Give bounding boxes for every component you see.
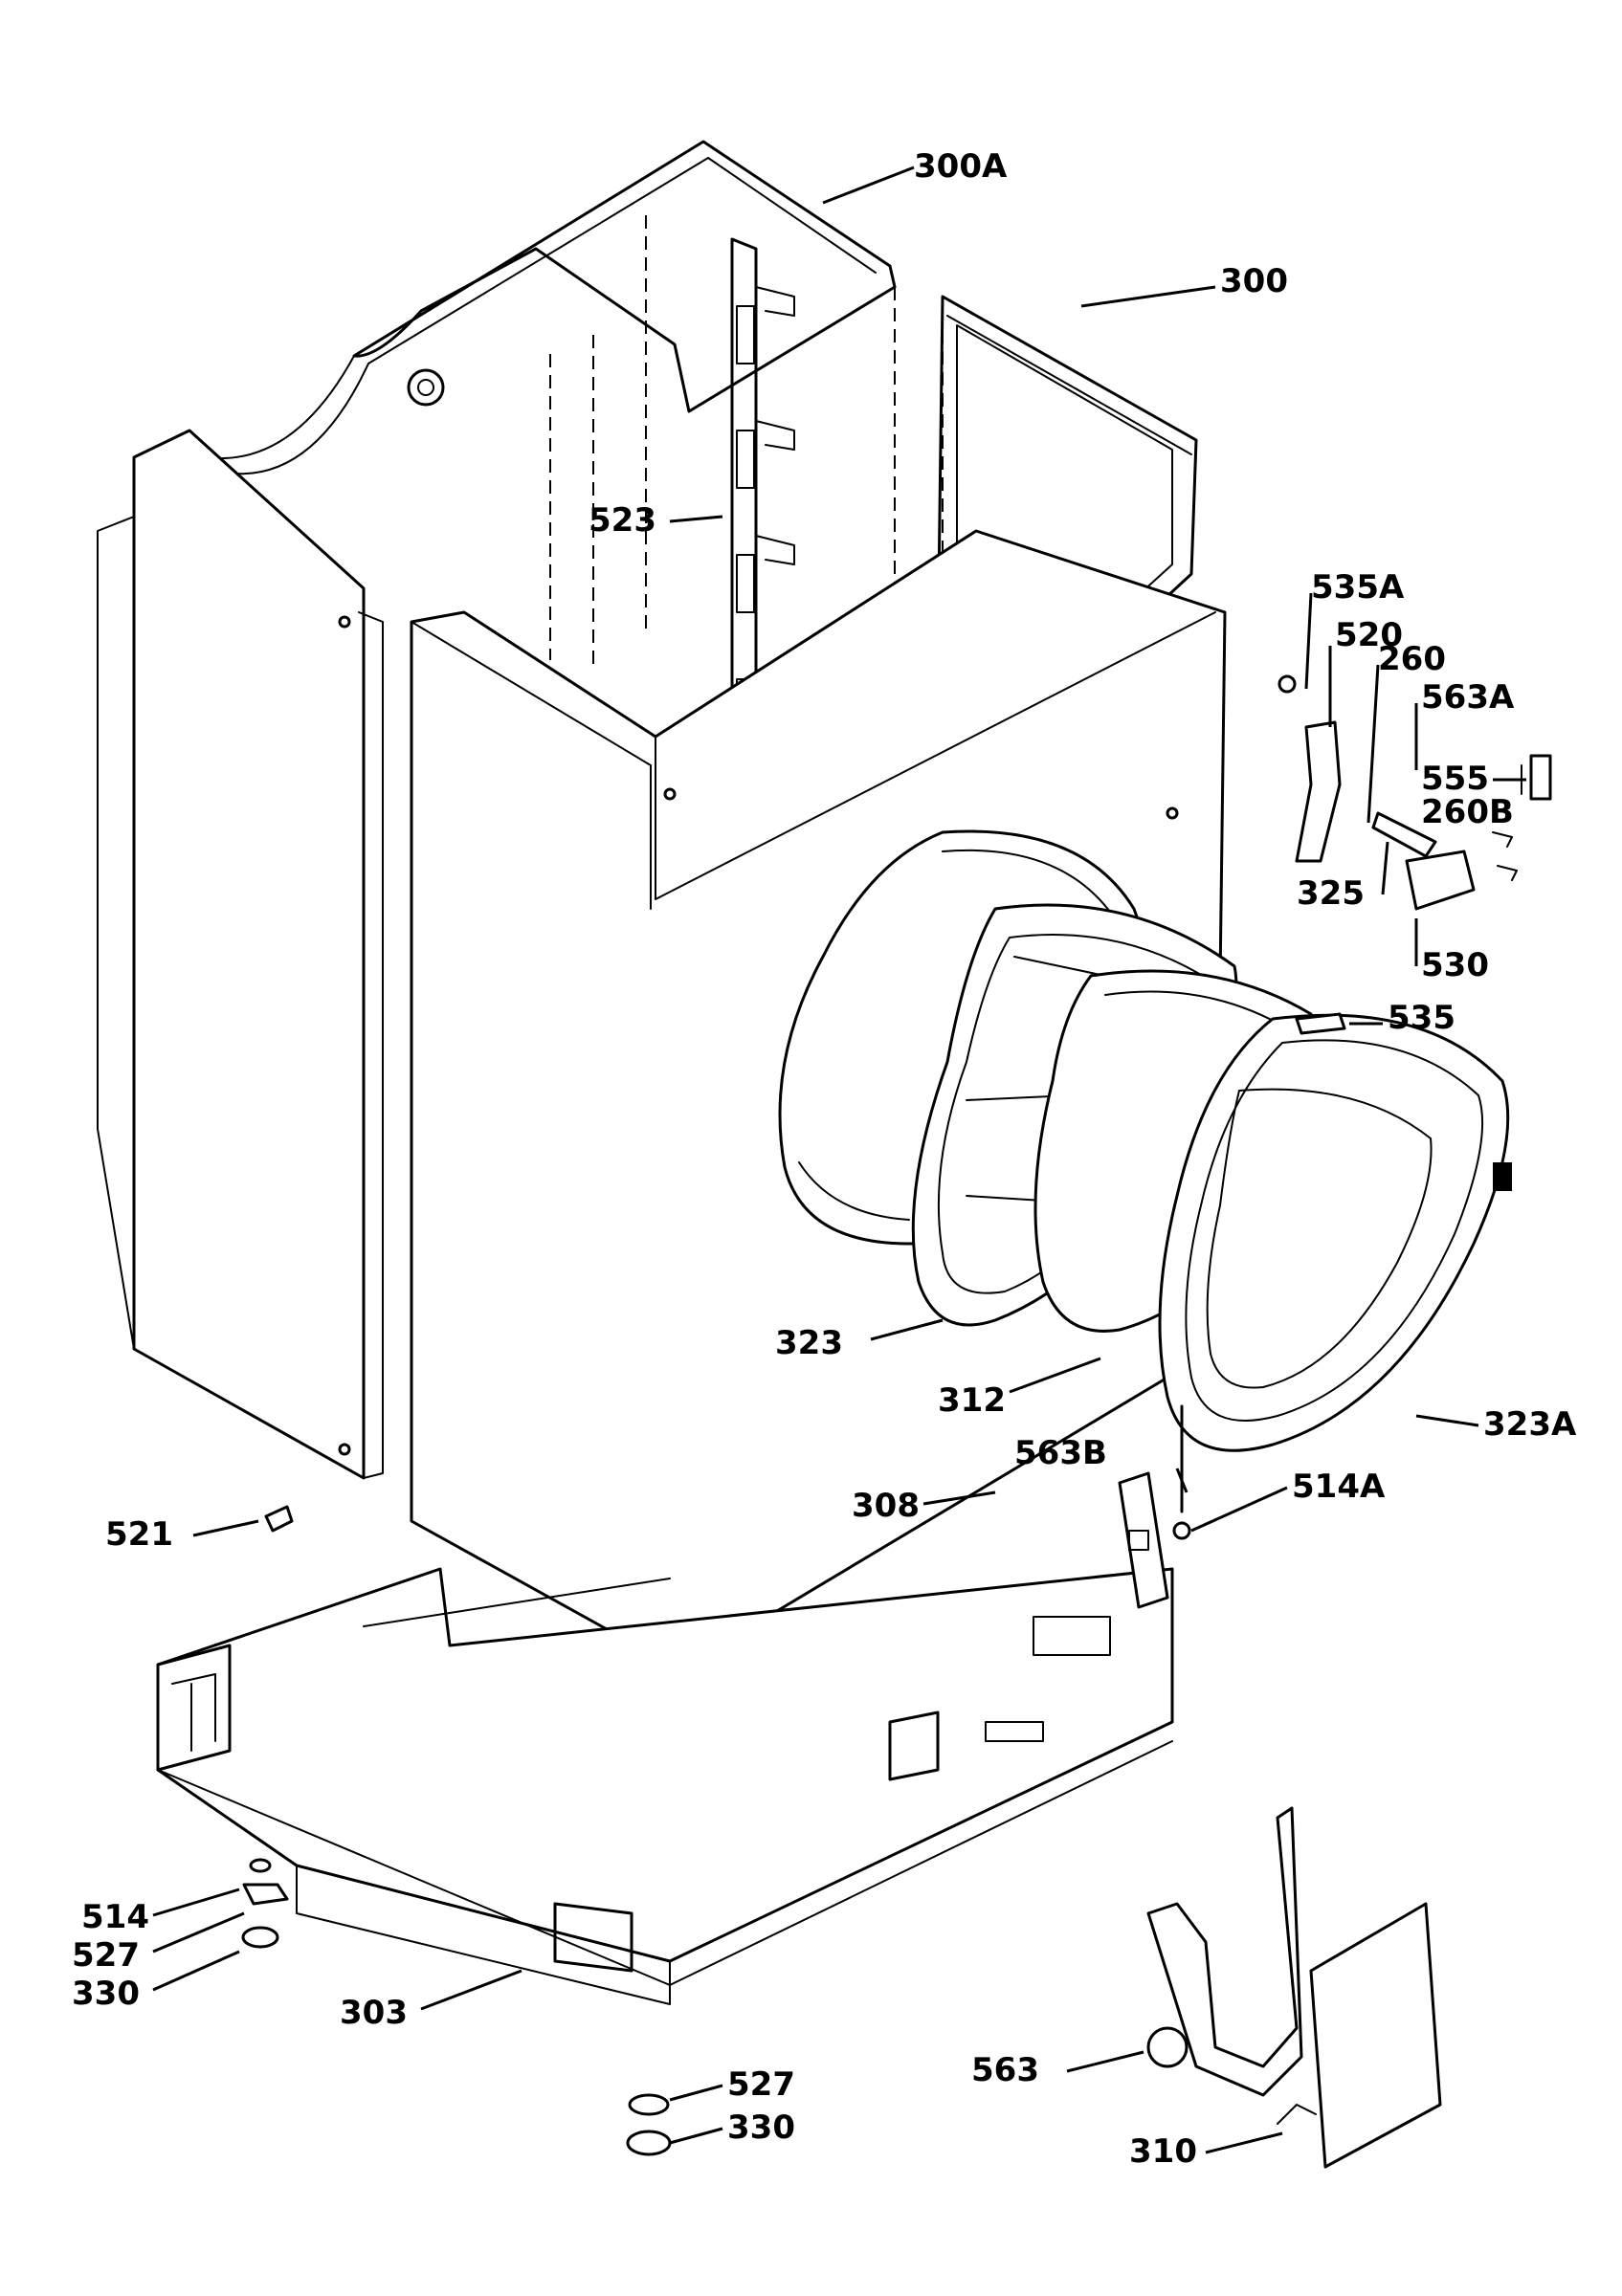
label-527-bottom: 527 (727, 2065, 795, 2104)
label-523: 523 (589, 501, 656, 540)
left-side-panel (97, 429, 384, 1480)
label-323A: 323A (1483, 1405, 1577, 1444)
feet-parts (241, 1858, 672, 2156)
label-303: 303 (340, 1994, 408, 2032)
label-563A: 563A (1421, 678, 1515, 717)
label-530: 530 (1421, 946, 1489, 984)
label-555: 555 (1421, 760, 1489, 798)
label-310: 310 (1129, 2132, 1197, 2171)
label-563B: 563B (1014, 1434, 1107, 1472)
base-frame (156, 1567, 1174, 2005)
label-330-bottom: 330 (727, 2108, 795, 2147)
label-260: 260 (1378, 640, 1446, 678)
front-panel (410, 529, 1227, 1671)
label-308: 308 (852, 1487, 920, 1525)
label-514: 514 (81, 1898, 149, 1936)
part-labels: 300A 300 523 535A 520 260 563A 555 260B … (72, 147, 1577, 2171)
label-330-left: 330 (72, 1975, 140, 2013)
label-521: 521 (105, 1515, 173, 1554)
label-535A: 535A (1311, 568, 1405, 607)
label-520: 520 (1335, 616, 1403, 654)
leader-lines (152, 166, 1526, 2154)
label-323: 323 (775, 1324, 843, 1362)
label-535: 535 (1388, 999, 1455, 1037)
label-260B: 260B (1421, 793, 1514, 831)
label-514A: 514A (1292, 1468, 1386, 1506)
label-527-left: 527 (72, 1936, 140, 1975)
door-lock-parts (1278, 674, 1552, 1035)
screw-521 (264, 1505, 294, 1533)
label-325: 325 (1297, 874, 1365, 913)
label-563: 563 (971, 2051, 1039, 2089)
hinge-part (1118, 1404, 1191, 1609)
label-312: 312 (938, 1381, 1006, 1420)
label-300A: 300A (914, 147, 1008, 186)
label-300: 300 (1220, 262, 1288, 300)
service-flap-parts (1146, 1806, 1442, 2169)
door-outer-frame (1158, 1013, 1512, 1452)
